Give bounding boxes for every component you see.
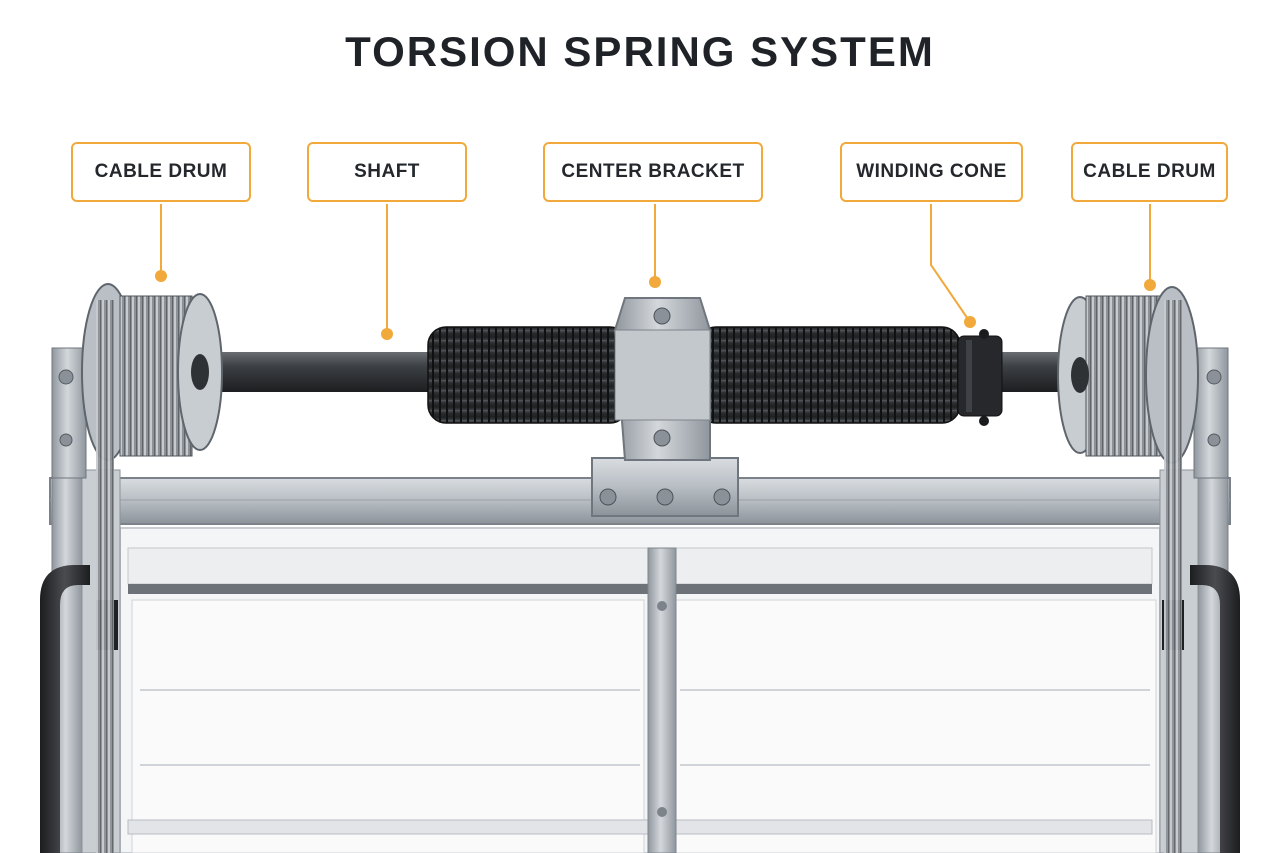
right-torsion-spring [697,326,961,424]
leader-dot-right-cable-drum [1144,279,1156,291]
right-end-bearing-plate [1193,347,1229,479]
leader-dot-center-bracket [649,276,661,288]
callout-label-left-cable-drum: CABLE DRUM [71,142,251,202]
leader-dot-left-cable-drum [155,270,167,282]
leader-dot-shaft [381,328,393,340]
callout-label-center-bracket: CENTER BRACKET [543,142,763,202]
winding-cone [957,329,1003,426]
center-bracket [591,297,739,517]
left-cable-drum [81,283,223,853]
leader-lines [160,204,1151,334]
callout-label-right-cable-drum: CABLE DRUM [1071,142,1228,202]
garage-door [119,527,1161,853]
left-torsion-spring [427,326,629,424]
diagram-title: TORSION SPRING SYSTEM [345,28,935,75]
leader-line-winding-cone [930,204,971,323]
right-cable-drum [1057,286,1199,853]
leader-dots [155,270,1156,340]
callout-label-shaft: SHAFT [307,142,467,202]
callout-label-winding-cone: WINDING CONE [840,142,1023,202]
left-end-bearing-plate [51,347,87,479]
leader-dot-winding-cone [964,316,976,328]
